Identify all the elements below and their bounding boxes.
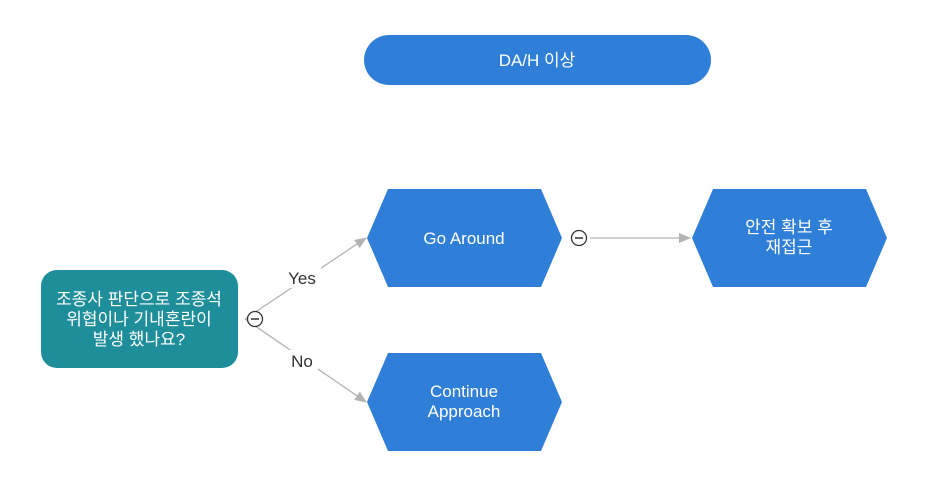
continue-line-1: Continue — [430, 382, 498, 401]
title-node-label: DA/H 이상 — [499, 51, 576, 70]
secure-line-1: 안전 확보 후 — [745, 218, 833, 237]
decision-node[interactable]: 조종사 판단으로 조종석 위협이나 기내혼란이 발생 했나요? — [41, 270, 238, 368]
continue-line-2: Approach — [428, 402, 501, 421]
continue-approach-node[interactable]: Continue Approach — [367, 353, 562, 451]
no-label-bg — [286, 350, 318, 372]
go-around-node[interactable]: Go Around — [367, 189, 562, 287]
go-around-label: Go Around — [423, 229, 504, 248]
decision-line-2: 위협이나 기내혼란이 — [66, 310, 211, 329]
secure-reapproach-node[interactable]: 안전 확보 후 재접근 — [692, 189, 887, 287]
minus-circle-icon[interactable] — [570, 229, 588, 247]
secure-line-2: 재접근 — [766, 238, 813, 257]
edge-label-yes: Yes — [288, 269, 316, 288]
title-node[interactable]: DA/H 이상 — [364, 35, 711, 85]
minus-circle-icon[interactable] — [246, 310, 264, 328]
decision-line-1: 조종사 판단으로 조종석 — [56, 290, 222, 309]
edge-label-no: No — [291, 352, 313, 371]
yes-label-bg — [283, 266, 321, 288]
decision-line-3: 발생 했나요? — [93, 330, 185, 349]
